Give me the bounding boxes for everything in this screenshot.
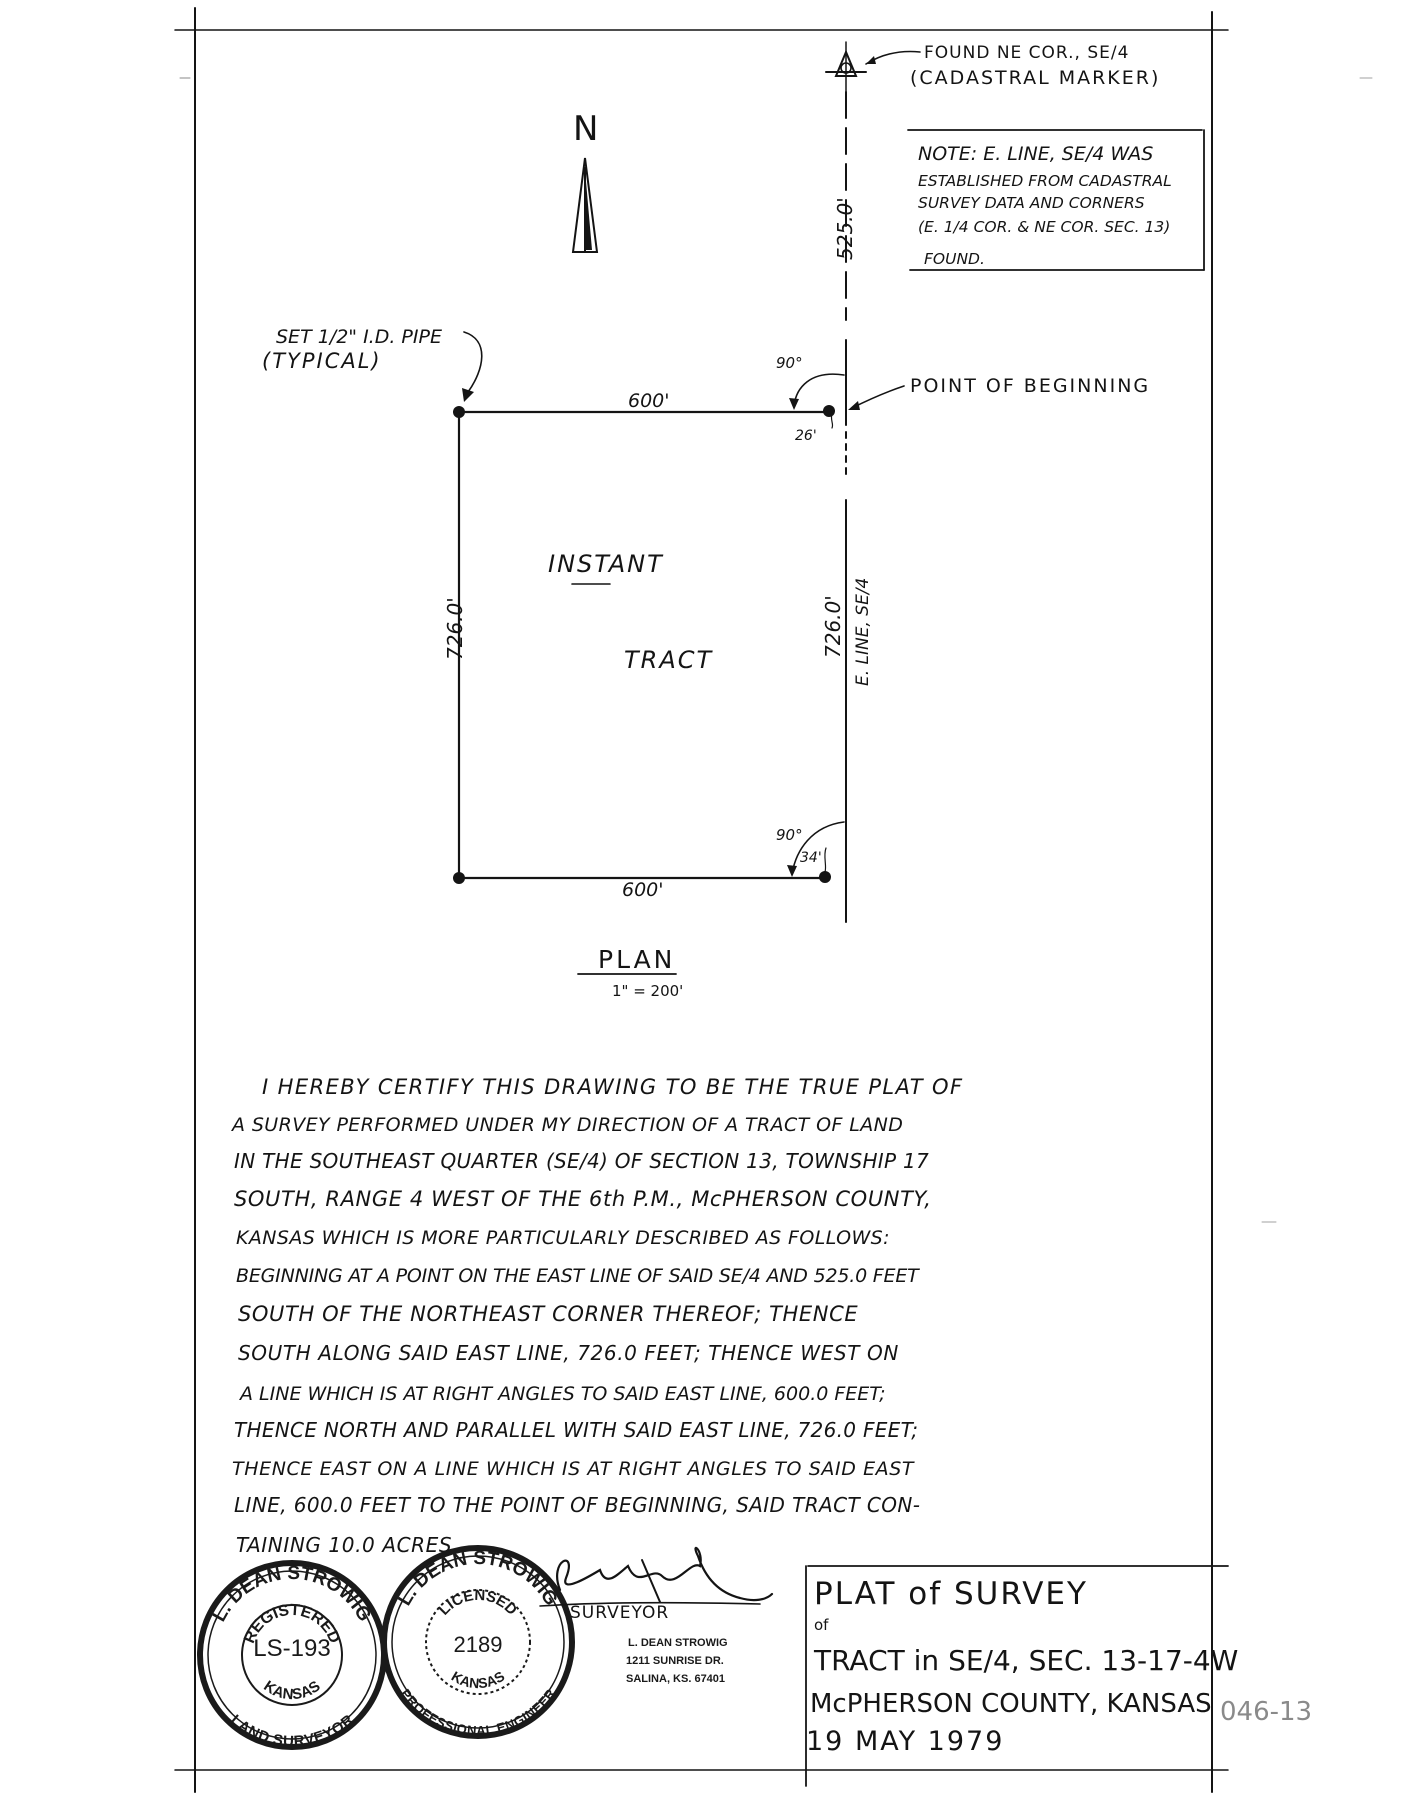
tract-label-line2: TRACT xyxy=(624,646,714,674)
corner-marker-line2: (CADASTRAL MARKER) xyxy=(910,67,1160,89)
pipe-marker-sw xyxy=(453,872,465,884)
certification-line-2: A SURVEY PERFORMED UNDER MY DIRECTION OF… xyxy=(230,1114,903,1136)
title-block-frame xyxy=(805,1565,1229,1787)
point-of-beginning-label: POINT OF BEGINNING xyxy=(910,375,1150,397)
seal-surveyor-bottom-path: LAND SURVEYOR xyxy=(227,1711,357,1750)
pipe-marker-nw xyxy=(453,406,465,418)
certification-line-1: I HEREBY CERTIFY THIS DRAWING TO BE THE … xyxy=(262,1075,963,1099)
angle-top: 90° xyxy=(776,354,803,372)
certification-line-7: SOUTH OF THE NORTHEAST CORNER THEREOF; T… xyxy=(238,1302,858,1326)
offset-bottom: 34' xyxy=(800,850,822,866)
angle-arrow-top xyxy=(789,398,799,410)
sheet-border xyxy=(174,7,1373,1793)
angle-bottom: 90° xyxy=(776,826,803,844)
seal-engineer-inner-top-path: LICENSED xyxy=(435,1587,520,1619)
plan-title: PLAN xyxy=(598,945,675,974)
signature-name: L. DEAN STROWIG xyxy=(628,1637,728,1649)
top-dimension: 600' xyxy=(628,390,670,412)
angle-arrow-bottom xyxy=(787,865,797,877)
seal-engineer-inner-bottom-text: KANSAS xyxy=(449,1668,508,1691)
east-dimension: 726.0' xyxy=(821,595,845,658)
seal-engineer-inner-top-text: LICENSED xyxy=(435,1587,520,1619)
certification-line-5: KANSAS WHICH IS MORE PARTICULARLY DESCRI… xyxy=(236,1227,890,1249)
seal-licensed-engineer xyxy=(381,1545,575,1739)
seal-surveyor-number: LS-193 xyxy=(253,1635,330,1662)
pipe-marker-se xyxy=(819,871,831,883)
certification-line-11: THENCE EAST ON A LINE WHICH IS AT RIGHT … xyxy=(232,1458,915,1480)
note-line-3: SURVEY DATA AND CORNERS xyxy=(918,194,1145,212)
east-line-label: E. LINE, SE/4 xyxy=(853,578,873,686)
bottom-dimension: 600' xyxy=(622,879,664,901)
offset-tick-top xyxy=(830,413,834,429)
pipe-arrowhead xyxy=(462,388,474,402)
west-dimension: 726.0' xyxy=(443,597,467,660)
north-arrow-icon xyxy=(571,157,599,253)
certification-line-8: SOUTH ALONG SAID EAST LINE, 726.0 FEET; … xyxy=(238,1341,899,1365)
note-box xyxy=(907,129,1205,271)
certification-line-3: IN THE SOUTHEAST QUARTER (SE/4) OF SECTI… xyxy=(234,1149,929,1173)
certification-line-10: THENCE NORTH AND PARALLEL WITH SAID EAST… xyxy=(234,1418,918,1442)
pipe-note-line1: SET 1/2" I.D. PIPE xyxy=(276,326,442,348)
certification-line-9: A LINE WHICH IS AT RIGHT ANGLES TO SAID … xyxy=(238,1383,886,1405)
note-line-5: FOUND. xyxy=(924,250,985,268)
note-line-1: NOTE: E. LINE, SE/4 WAS xyxy=(918,143,1153,165)
seal-engineer-bottom-text: PROFESSIONAL ENGINEER xyxy=(398,1686,559,1738)
file-number: 046-13 xyxy=(1220,1697,1312,1727)
seal-engineer-bottom-path: PROFESSIONAL ENGINEER xyxy=(398,1686,559,1738)
pob-leader xyxy=(851,385,905,409)
certification-line-4: SOUTH, RANGE 4 WEST OF THE 6th P.M., McP… xyxy=(234,1187,932,1211)
seal-engineer-number: 2189 xyxy=(454,1632,503,1657)
pob-arrowhead xyxy=(848,401,860,410)
seal-surveyor-bottom-text: LAND SURVEYOR xyxy=(227,1711,357,1750)
title-block-line2: of xyxy=(814,1616,829,1634)
ne-corner-marker xyxy=(825,41,921,93)
pipe-note-line2: (TYPICAL) xyxy=(262,349,382,373)
angle-arc-top xyxy=(793,373,845,407)
north-label: N xyxy=(573,109,598,149)
corner-marker-line1: FOUND NE COR., SE/4 xyxy=(924,43,1129,63)
signature-mark xyxy=(539,1546,774,1607)
certification-line-13: TAINING 10.0 ACRES. xyxy=(236,1533,459,1557)
title-block-line5: 19 MAY 1979 xyxy=(806,1726,1004,1757)
tract-boundary xyxy=(457,410,830,880)
offset-top: 26' xyxy=(795,428,817,444)
title-block-line4: McPHERSON COUNTY, KANSAS xyxy=(810,1689,1212,1719)
pipe-marker-ne xyxy=(823,405,835,417)
plan-scale: 1" = 200' xyxy=(612,982,683,1000)
note-line-2: ESTABLISHED FROM CADASTRAL xyxy=(918,172,1172,190)
title-block-line1: PLAT of SURVEY xyxy=(814,1576,1088,1612)
tract-label-line1: INSTANT xyxy=(548,550,664,578)
certification-line-6: BEGINNING AT A POINT ON THE EAST LINE OF… xyxy=(236,1265,920,1287)
signature-address-1: 1211 SUNRISE DR. xyxy=(626,1655,724,1667)
seal-engineer-inner-bottom-path: KANSAS xyxy=(449,1668,508,1691)
certification-paragraph: I HEREBY CERTIFY THIS DRAWING TO BE THE … xyxy=(230,1075,963,1557)
pipe-leader xyxy=(463,331,483,393)
certification-line-12: LINE, 600.0 FEET TO THE POINT OF BEGINNI… xyxy=(234,1493,920,1517)
north-offset-dimension: 525.0' xyxy=(833,197,857,260)
offset-tick-bottom xyxy=(824,847,827,873)
title-block-line3: TRACT in SE/4, SEC. 13-17-4W xyxy=(813,1644,1238,1677)
note-line-4: (E. 1/4 COR. & NE COR. SEC. 13) xyxy=(918,218,1170,236)
signature-address-2: SALINA, KS. 67401 xyxy=(626,1673,725,1685)
signature-role: SURVEYOR xyxy=(570,1603,669,1623)
